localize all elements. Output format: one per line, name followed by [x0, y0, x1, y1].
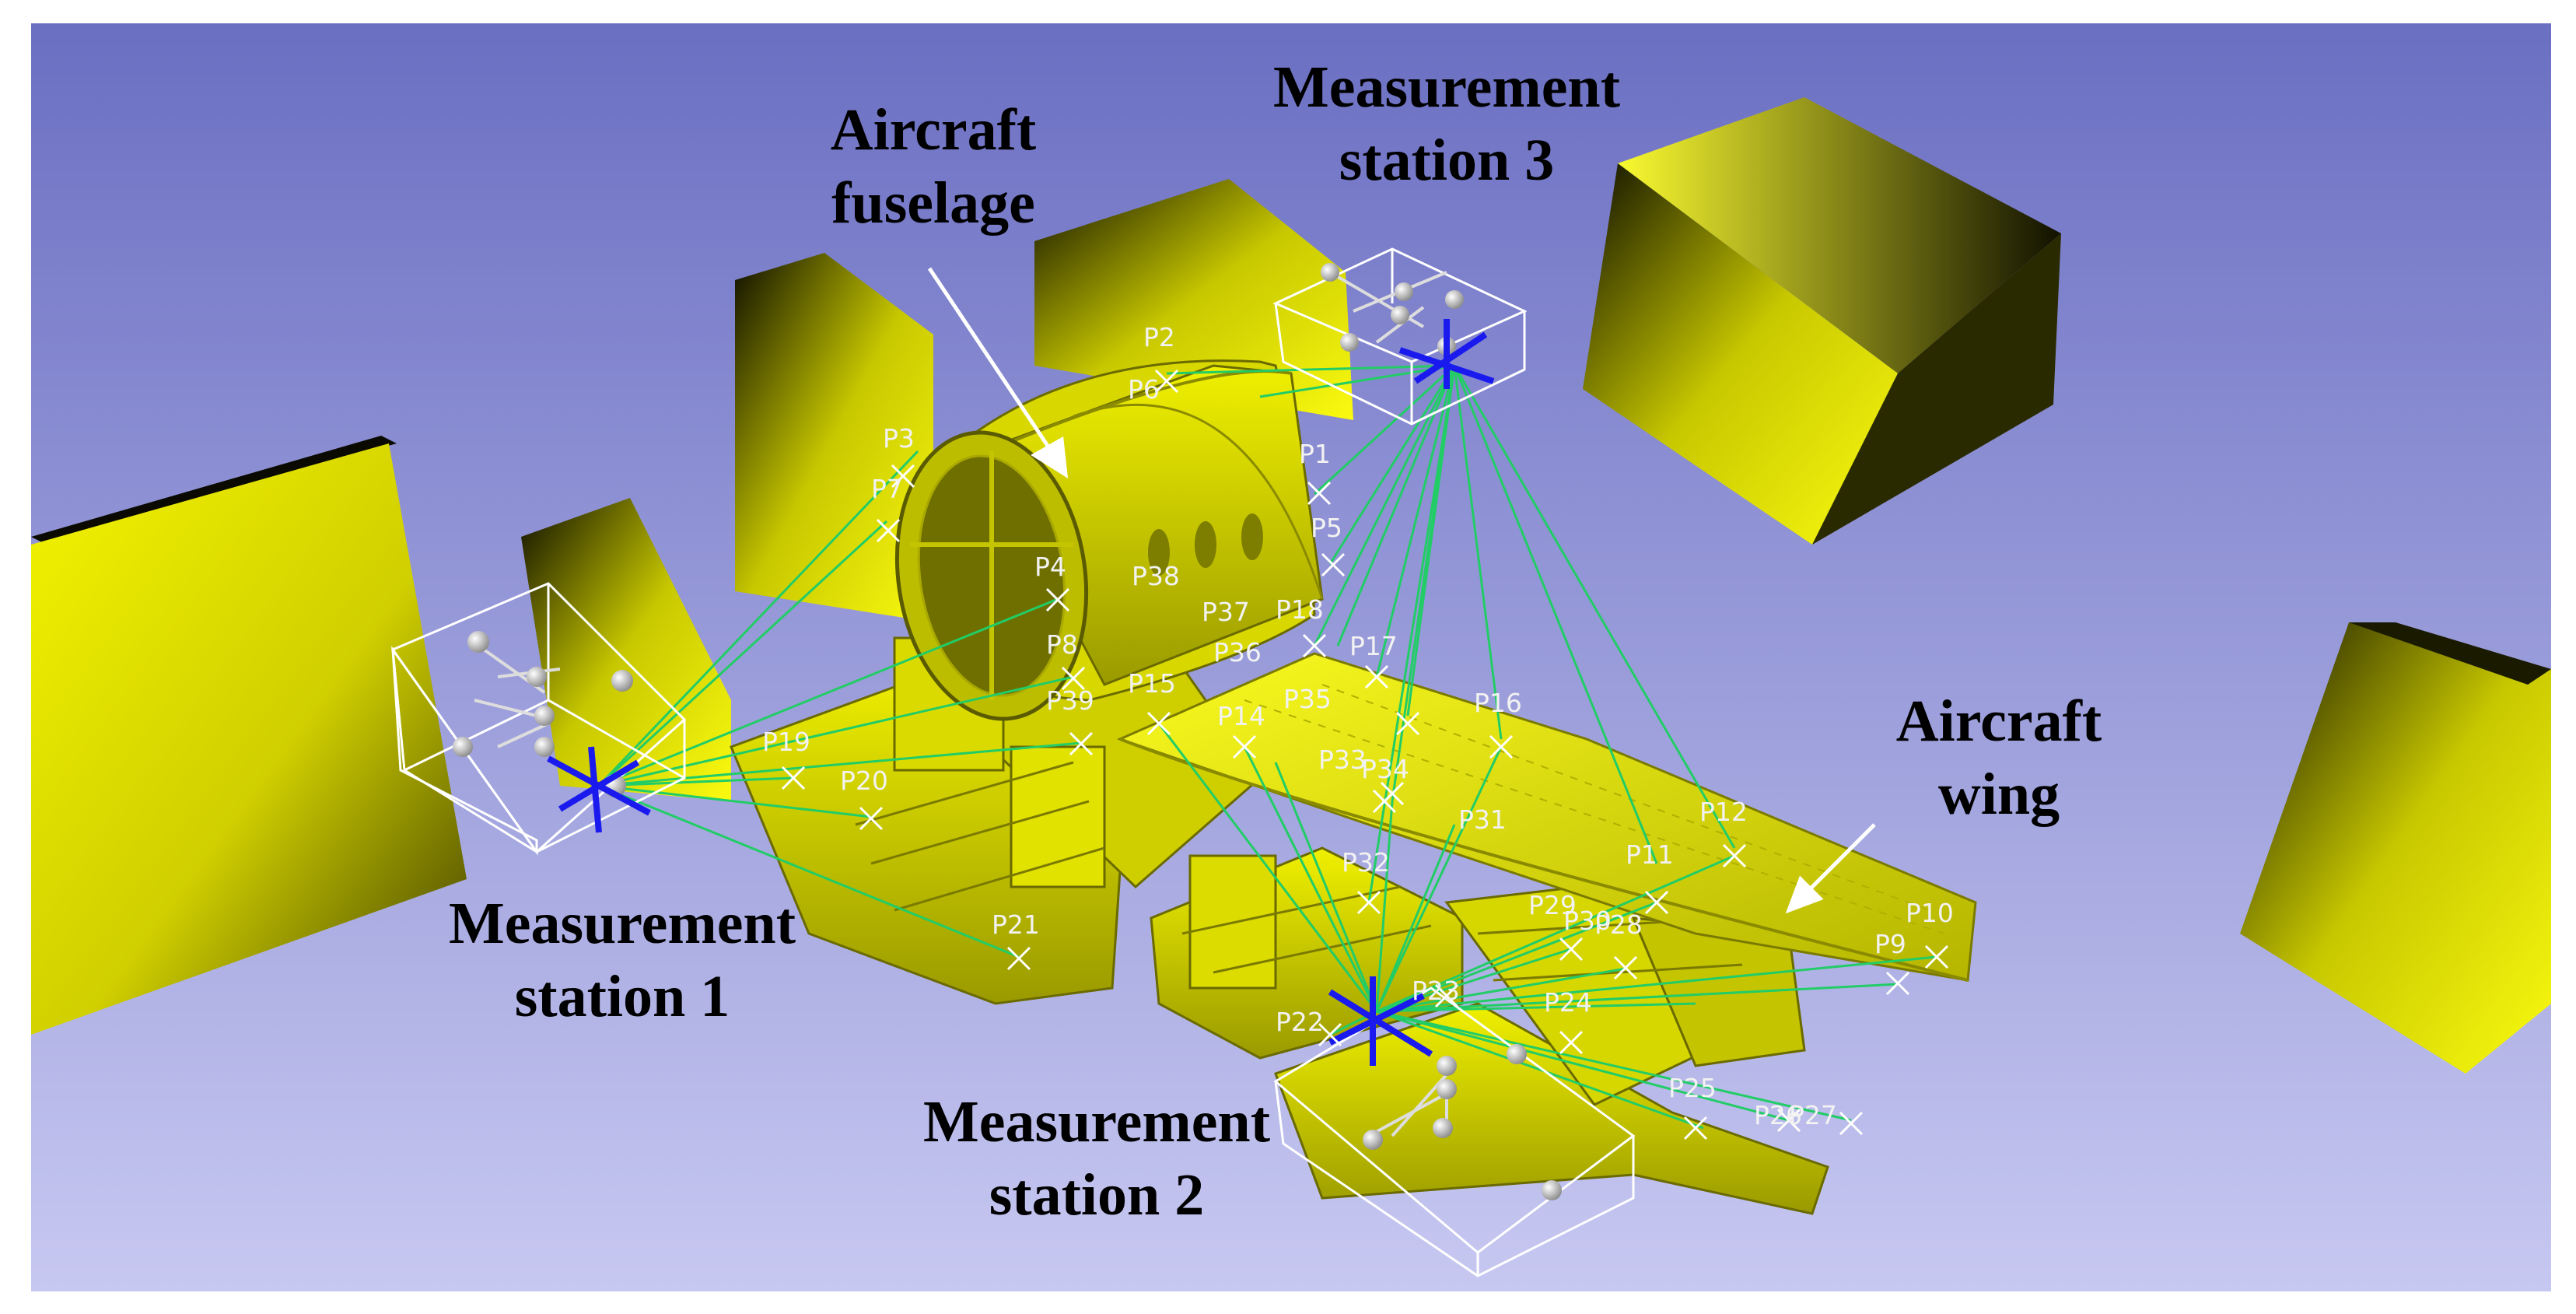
point-label-p4: P4 — [1034, 552, 1066, 582]
point-label-p27: P27 — [1789, 1100, 1837, 1130]
annotation-fuselage-line1: Aircraft — [830, 97, 1037, 163]
callout-arrows — [927, 267, 1876, 914]
point-label-p18: P18 — [1276, 594, 1324, 625]
annotation-measurement-station-1: Measurement station 1 — [381, 887, 863, 1033]
point-label-p38: P38 — [1132, 561, 1180, 591]
annotation-measurement-station-3: Measurement station 3 — [1213, 51, 1680, 197]
fixture-box-upper-left — [735, 253, 933, 622]
point-label-p29: P29 — [1528, 890, 1577, 920]
point-label-p28: P28 — [1594, 909, 1643, 940]
fixture-box-far-right — [2240, 622, 2551, 1074]
point-label-p33: P33 — [1318, 745, 1367, 775]
annotation-aircraft-wing: Aircraft wing — [1828, 685, 2170, 831]
point-label-p19: P19 — [762, 727, 810, 757]
fixture-box-left-wall — [31, 436, 467, 1035]
annotation-wing-line2: wing — [1937, 762, 2060, 827]
point-label-p16: P16 — [1474, 688, 1522, 718]
fixture-box-upper-center — [1034, 179, 1353, 420]
point-label-p9: P9 — [1874, 929, 1906, 959]
point-labels: P1 P2 P3 P4 P5 P6 P7 P8 P9 P10 P11 P12 P… — [762, 322, 1954, 1130]
point-label-p34: P34 — [1361, 754, 1409, 784]
annotation-wing-line1: Aircraft — [1895, 689, 2102, 754]
point-label-p20: P20 — [840, 766, 888, 796]
annotation-station1-line2: station 1 — [514, 964, 730, 1029]
point-label-p7: P7 — [871, 474, 903, 504]
point-label-p10: P10 — [1906, 898, 1954, 928]
annotation-station2-line2: station 2 — [989, 1162, 1205, 1228]
station2-instrument — [1273, 976, 1636, 1277]
point-label-p14: P14 — [1217, 701, 1265, 731]
annotation-aircraft-fuselage: Aircraft fuselage — [770, 93, 1097, 240]
point-label-p23: P23 — [1412, 976, 1460, 1006]
point-label-p39: P39 — [1046, 685, 1094, 716]
station1-instrument — [390, 582, 687, 856]
annotation-station3-line1: Measurement — [1272, 54, 1621, 120]
point-label-p31: P31 — [1458, 804, 1507, 835]
point-label-p12: P12 — [1699, 797, 1748, 827]
point-label-p24: P24 — [1544, 987, 1592, 1018]
point-label-p32: P32 — [1342, 847, 1390, 878]
fixture-box-upper-right — [1583, 97, 2061, 545]
point-label-p36: P36 — [1213, 637, 1262, 668]
annotation-station1-line1: Measurement — [448, 891, 796, 956]
point-label-p25: P25 — [1668, 1073, 1717, 1103]
point-label-p21: P21 — [992, 909, 1040, 940]
point-label-p8: P8 — [1046, 629, 1078, 660]
target-markers — [781, 369, 1949, 1141]
point-label-p3: P3 — [883, 423, 915, 454]
point-label-p15: P15 — [1128, 668, 1176, 699]
point-label-p37: P37 — [1202, 597, 1250, 627]
point-label-p26: P26 — [1754, 1100, 1802, 1130]
annotation-station2-line1: Measurement — [922, 1089, 1271, 1155]
point-label-p5: P5 — [1311, 513, 1342, 543]
point-label-p30: P30 — [1563, 906, 1612, 936]
point-label-p35: P35 — [1283, 684, 1332, 714]
point-label-p11: P11 — [1626, 839, 1674, 870]
point-label-p6: P6 — [1128, 374, 1160, 405]
annotation-fuselage-line2: fuselage — [831, 170, 1035, 236]
annotation-measurement-station-2: Measurement station 2 — [856, 1085, 1338, 1232]
point-label-p22: P22 — [1276, 1007, 1324, 1037]
point-label-p2: P2 — [1143, 322, 1175, 352]
point-label-p17: P17 — [1349, 631, 1398, 661]
station3-instrument — [1272, 247, 1528, 426]
annotation-station3-line2: station 3 — [1339, 128, 1555, 193]
point-label-p1: P1 — [1299, 439, 1331, 469]
